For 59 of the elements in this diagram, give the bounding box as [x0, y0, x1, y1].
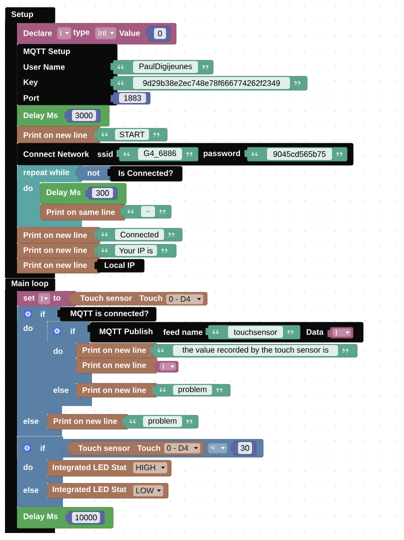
node-label: else: [54, 387, 68, 393]
variable-block: I: [328, 327, 354, 338]
dropdown-field: 0 - D4: [164, 443, 200, 454]
dropdown-field: LOW: [133, 485, 164, 496]
statement-block: Print on same line: [40, 204, 126, 220]
node-label: Declare: [24, 30, 52, 36]
statement-block: Print on new line: [17, 227, 100, 244]
text-block: ..: [120, 205, 172, 218]
node-label: Setup: [11, 11, 34, 19]
node-label: password: [204, 150, 240, 158]
text-block: 9045cd565b75: [244, 147, 348, 162]
node-label: if: [40, 311, 46, 317]
number-block: 3000: [64, 109, 100, 122]
value-block: not: [76, 166, 112, 180]
number-block: 10000: [66, 511, 104, 524]
variable-block: I: [154, 361, 178, 372]
statement-block: Print on new line: [47, 414, 128, 430]
node-label: type: [73, 30, 90, 36]
statement-block: Print on new line: [17, 258, 100, 274]
node-label: if: [40, 445, 46, 451]
text-block: 9d29b38e2ec748e78f666774262f2349: [110, 76, 308, 90]
node-label: do: [24, 464, 33, 470]
number-block: 0: [146, 26, 170, 42]
node-label: Main loop: [12, 280, 48, 288]
node-label: do: [24, 325, 33, 331]
dropdown-field: I: [38, 293, 50, 304]
text-block: the value recorded by the touch sensor is: [150, 344, 358, 358]
text-block: Your IP is: [94, 244, 176, 258]
statement-block: Print on new line: [17, 243, 100, 258]
node-label: ssid: [97, 151, 113, 157]
node-label: else: [24, 418, 38, 424]
statement-block: Print on new line: [17, 126, 100, 144]
node-label: do: [24, 185, 33, 191]
number-block: 1883: [110, 92, 150, 104]
value-block: Local IP: [94, 259, 144, 272]
node-label: do: [54, 348, 63, 354]
dropdown-field: HIGH: [133, 462, 168, 474]
text-block: Connected: [94, 228, 182, 242]
node-label: Value: [119, 30, 140, 36]
statement-block: Print on new line: [76, 343, 158, 358]
dropdown-field: 0 - D4: [166, 294, 204, 304]
node-label: if: [70, 328, 76, 334]
text-block: START: [94, 128, 168, 142]
value-block: MQTT is connected?: [58, 307, 156, 322]
text-block: touchsensor: [206, 325, 300, 340]
value-block: Is Connected?: [108, 166, 182, 182]
node-label: else: [24, 487, 38, 493]
dropdown-field: <: [208, 443, 228, 454]
text-block: problem: [122, 415, 198, 428]
statement-block: Print on new line: [76, 358, 158, 374]
dropdown-field: I: [57, 27, 72, 40]
dropdown-field: Int: [95, 27, 116, 40]
text-block: G4_6886: [116, 147, 198, 162]
number-block: 300: [86, 187, 118, 200]
statement-block: Print on new line: [76, 383, 158, 398]
text-block: PaulDigijeunes: [110, 60, 214, 74]
statement-block: MQTT Setup User Name Key Port: [17, 44, 118, 106]
number-block: 30: [230, 441, 256, 456]
text-block: problem: [152, 384, 230, 396]
